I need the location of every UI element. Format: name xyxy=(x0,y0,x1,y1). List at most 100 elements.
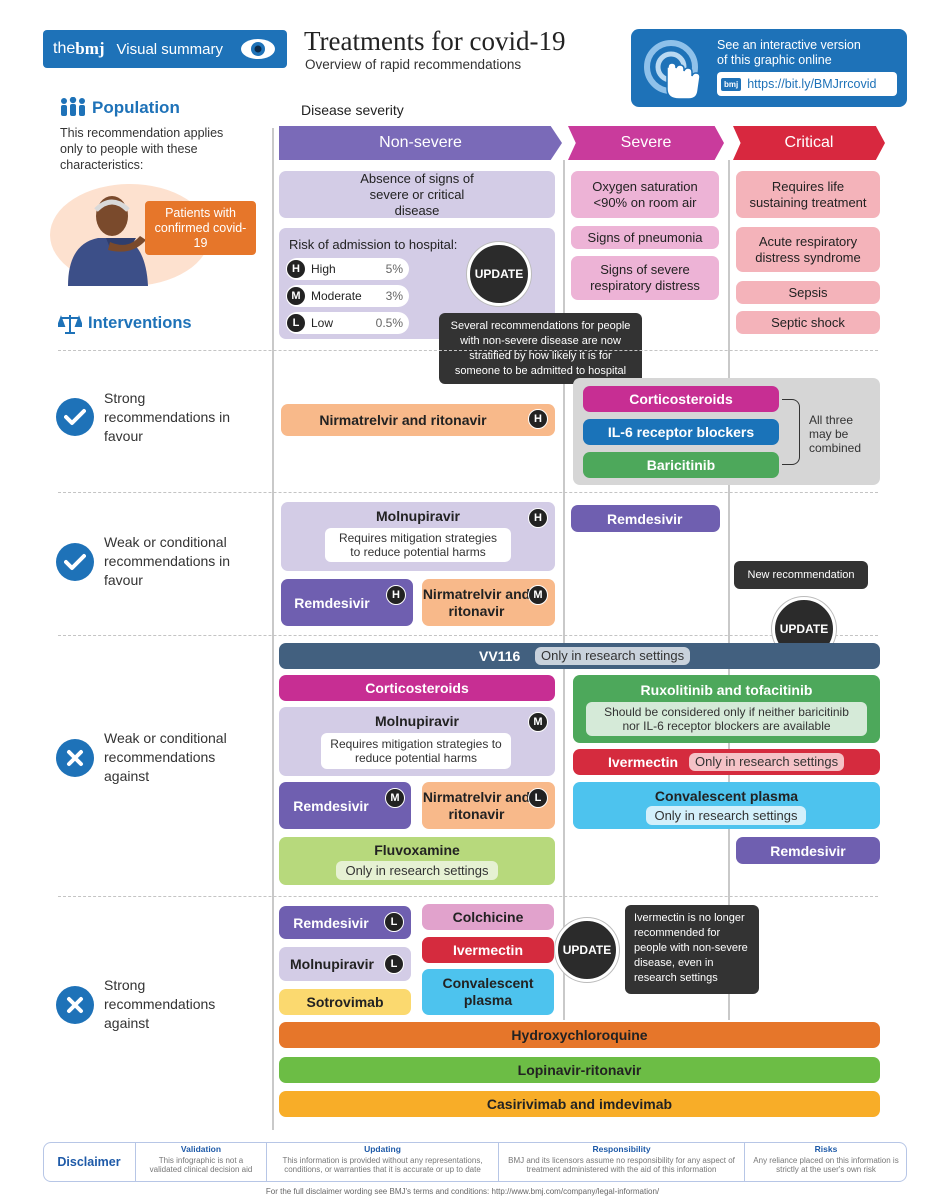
weak-against-ruxolitinib-note: Should be considered only if neither bar… xyxy=(586,702,867,736)
online-link[interactable]: bmj https://bit.ly/BMJrrcovid xyxy=(717,72,897,96)
strong-against-lopinavir: Lopinavir-ritonavir xyxy=(279,1057,880,1083)
disclaimer-validation-title: Validation xyxy=(180,1144,222,1154)
scales-icon xyxy=(56,313,84,340)
weak-against-vv116: VV116 Only in research settings xyxy=(279,643,880,669)
critical-criterion-4: Septic shock xyxy=(736,311,880,334)
interventions-heading: Interventions xyxy=(88,314,192,332)
risk-label-low: Low xyxy=(311,316,334,330)
update-tip-1: Several recommendations for people with … xyxy=(439,313,642,384)
weak-against-vv116-label: VV116 xyxy=(479,648,521,664)
severe-criterion-3: Signs of severe respiratory distress xyxy=(571,256,719,300)
disease-severity-heading: Disease severity xyxy=(301,102,404,118)
severity-non-severe: Non-severe xyxy=(279,126,562,160)
severity-critical: Critical xyxy=(733,126,885,160)
strong-against-ivermectin: Ivermectin xyxy=(422,937,554,963)
disclaimer-risks-text: Any reliance placed on this information … xyxy=(753,1156,899,1174)
weak-against-nirmatrelvir-risk: L xyxy=(528,788,548,808)
strong-for-il6: IL-6 receptor blockers xyxy=(583,419,779,445)
brand-the: the xyxy=(53,40,76,57)
weak-against-molnupiravir-note: Requires mitigation strategies to reduce… xyxy=(321,733,511,769)
weak-against-ivermectin-label: Ivermectin xyxy=(608,754,679,770)
disclaimer-updating-text: This information is provided without any… xyxy=(282,1156,483,1174)
strong-for-nirmatrelvir-label: Nirmatrelvir and ritonavir xyxy=(319,412,487,428)
update-tip-2: New recommendation xyxy=(734,561,868,589)
strong-against-remdesivir-label: Remdesivir xyxy=(293,914,369,931)
row-label-weak-against: Weak or conditional recommendations agai… xyxy=(104,730,227,784)
risk-label-high: High xyxy=(311,262,336,276)
weak-for-remdesivir-label: Remdesivir xyxy=(294,594,370,611)
disclaimer-footer[interactable]: For the full disclaimer wording see BMJ'… xyxy=(265,1187,660,1196)
page-subtitle: Overview of rapid recommendations xyxy=(305,57,522,72)
interactive-version-banner[interactable]: See an interactive version of this graph… xyxy=(631,29,907,107)
strong-against-colchicine: Colchicine xyxy=(422,904,554,930)
update-badge-3: UPDATE xyxy=(555,918,619,982)
weak-against-convalescent-label: Convalescent plasma xyxy=(654,788,799,804)
strong-against-convalescent: Convalescent plasma xyxy=(422,969,554,1015)
weak-against-ivermectin: Ivermectin Only in research settings xyxy=(573,749,880,775)
critical-criterion-3: Sepsis xyxy=(736,281,880,304)
weak-for-molnupiravir-label: Molnupiravir xyxy=(375,508,460,524)
population-icon xyxy=(59,96,87,122)
weak-against-ruxolitinib-label: Ruxolitinib and tofacitinib xyxy=(640,682,813,698)
update-badge-1: UPDATE xyxy=(467,242,531,306)
disclaimer-responsibility-text: BMJ and its licensors assume no responsi… xyxy=(508,1156,735,1174)
severity-critical-label: Critical xyxy=(784,134,834,151)
online-link-url[interactable]: https://bit.ly/BMJrrcovid xyxy=(747,77,877,91)
weak-against-fluvoxamine-note: Only in research settings xyxy=(336,861,498,880)
row-label-strong-for: Strong recommendations in favour xyxy=(104,390,231,444)
strong-against-remdesivir-risk: L xyxy=(384,912,404,932)
row-label-strong-against: Strong recommendations against xyxy=(104,977,216,1031)
brand-bmj: bmj xyxy=(75,39,105,58)
patients-label: Patients with confirmed covid-19 xyxy=(145,201,256,255)
strong-against-molnupiravir: Molnupiravir xyxy=(279,947,411,981)
weak-against-corticosteroids: Corticosteroids xyxy=(279,675,555,701)
separator-2 xyxy=(58,492,878,493)
column-line-1 xyxy=(272,128,274,1130)
weak-against-convalescent: Convalescent plasma Only in research set… xyxy=(573,782,880,829)
weak-against-molnupiravir-risk: M xyxy=(528,712,548,732)
check-icon-weak-for xyxy=(56,543,94,581)
weak-for-nirmatrelvir-risk: M xyxy=(528,585,548,605)
update-tip-3: Ivermectin is no longer recommended for … xyxy=(625,905,759,994)
risk-heading: Risk of admission to hospital: xyxy=(289,237,458,252)
cross-icon-strong-against xyxy=(56,986,94,1024)
weak-against-ruxolitinib: Ruxolitinib and tofacitinib Should be co… xyxy=(573,675,880,743)
weak-against-fluvoxamine-label: Fluvoxamine xyxy=(374,842,460,858)
weak-for-molnupiravir-note: Requires mitigation strategies to reduce… xyxy=(325,528,511,562)
risk-letter-high: H xyxy=(286,259,306,279)
disclaimer-bar xyxy=(43,1142,907,1182)
cross-icon-weak-against xyxy=(56,739,94,777)
disclaimer-updating-title: Updating xyxy=(364,1144,401,1154)
weak-against-fluvoxamine: Fluvoxamine Only in research settings xyxy=(279,837,555,885)
weak-against-molnupiravir: Molnupiravir Requires mitigation strateg… xyxy=(279,707,555,776)
eye-icon xyxy=(239,37,277,61)
population-text: This recommendation applies only to peop… xyxy=(60,126,224,172)
disclaimer-responsibility-title: Responsibility xyxy=(592,1144,651,1154)
strong-against-molnupiravir-label: Molnupiravir xyxy=(289,956,374,972)
risk-row-high: H High 5% xyxy=(286,258,409,280)
combination-bracket xyxy=(782,399,800,465)
strong-against-sotrovimab: Sotrovimab xyxy=(279,989,411,1015)
strong-against-casirivimab: Casirivimab and imdevimab xyxy=(279,1091,880,1117)
weak-against-remdesivir-risk: M xyxy=(385,788,405,808)
weak-against-molnupiravir-label: Molnupiravir xyxy=(374,713,459,729)
risk-letter-low: L xyxy=(286,313,306,333)
strong-against-hydroxychloroquine: Hydroxychloroquine xyxy=(279,1022,880,1048)
disclaimer-validation-text: This infographic is not a validated clin… xyxy=(149,1156,253,1174)
weak-against-nirmatrelvir-label: Nirmatrelvir and ritonavir xyxy=(422,788,531,822)
severe-criterion-1: Oxygen saturation <90% on room air xyxy=(571,171,719,218)
disclaimer-heading: Disclaimer xyxy=(57,1155,121,1169)
weak-for-remdesivir-severe: Remdesivir xyxy=(571,505,720,532)
risk-value-moderate: 3% xyxy=(385,289,403,303)
strong-for-baricitinib: Baricitinib xyxy=(583,452,779,478)
strong-against-molnupiravir-risk: L xyxy=(384,954,404,974)
non-severe-criterion: Absence of signs of severe or critical d… xyxy=(279,171,555,218)
critical-criterion-1: Requires life sustaining treatment xyxy=(736,171,880,218)
risk-value-high: 5% xyxy=(385,262,403,276)
disclaimer-risks-title: Risks xyxy=(814,1144,838,1154)
